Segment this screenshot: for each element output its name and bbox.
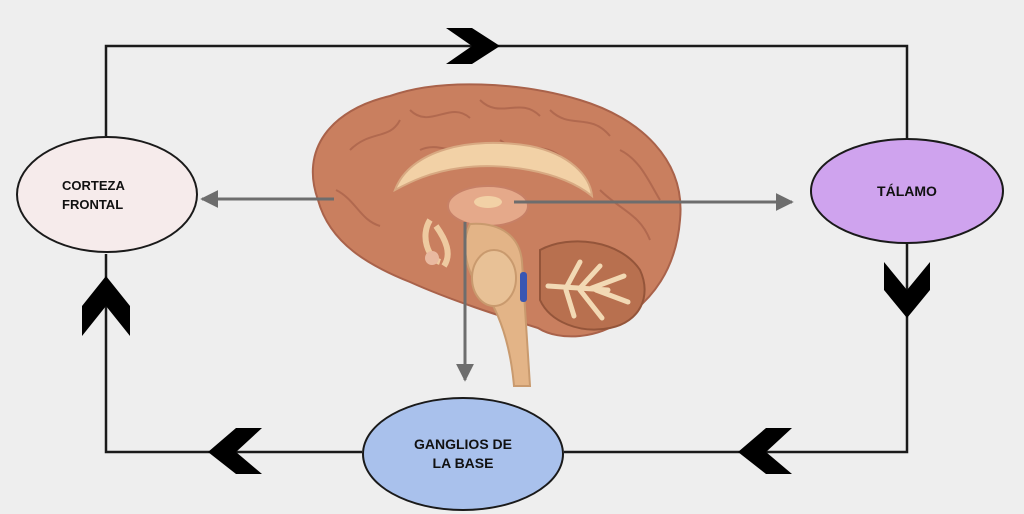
chevron-down-icon <box>884 262 930 318</box>
pons <box>471 249 517 307</box>
substantia-marker <box>520 272 527 302</box>
node-talamo: TÁLAMO <box>810 138 1004 244</box>
chevron-left-icon <box>208 428 262 474</box>
node-ganglios-base: GANGLIOS DE LA BASE <box>362 397 564 511</box>
pointer-arrows <box>200 190 794 382</box>
node-corteza-frontal: CORTEZA FRONTAL <box>16 136 198 253</box>
direction-chevrons <box>82 28 930 474</box>
node-talamo-label: TÁLAMO <box>877 182 937 199</box>
connector-ganglios-to-corteza <box>104 254 362 454</box>
cerebellum-arbor <box>545 259 631 321</box>
corpus-callosum <box>393 141 594 199</box>
node-corteza-frontal-label: CORTEZA FRONTAL <box>62 177 125 212</box>
chevron-left-icon <box>738 428 792 474</box>
brain-sagittal-illustration <box>311 83 682 387</box>
chevron-right-icon <box>446 28 500 64</box>
connector-corteza-to-talamo <box>104 44 909 138</box>
chevron-up-icon <box>82 276 130 336</box>
node-ganglios-base-label: GANGLIOS DE LA BASE <box>413 436 512 471</box>
